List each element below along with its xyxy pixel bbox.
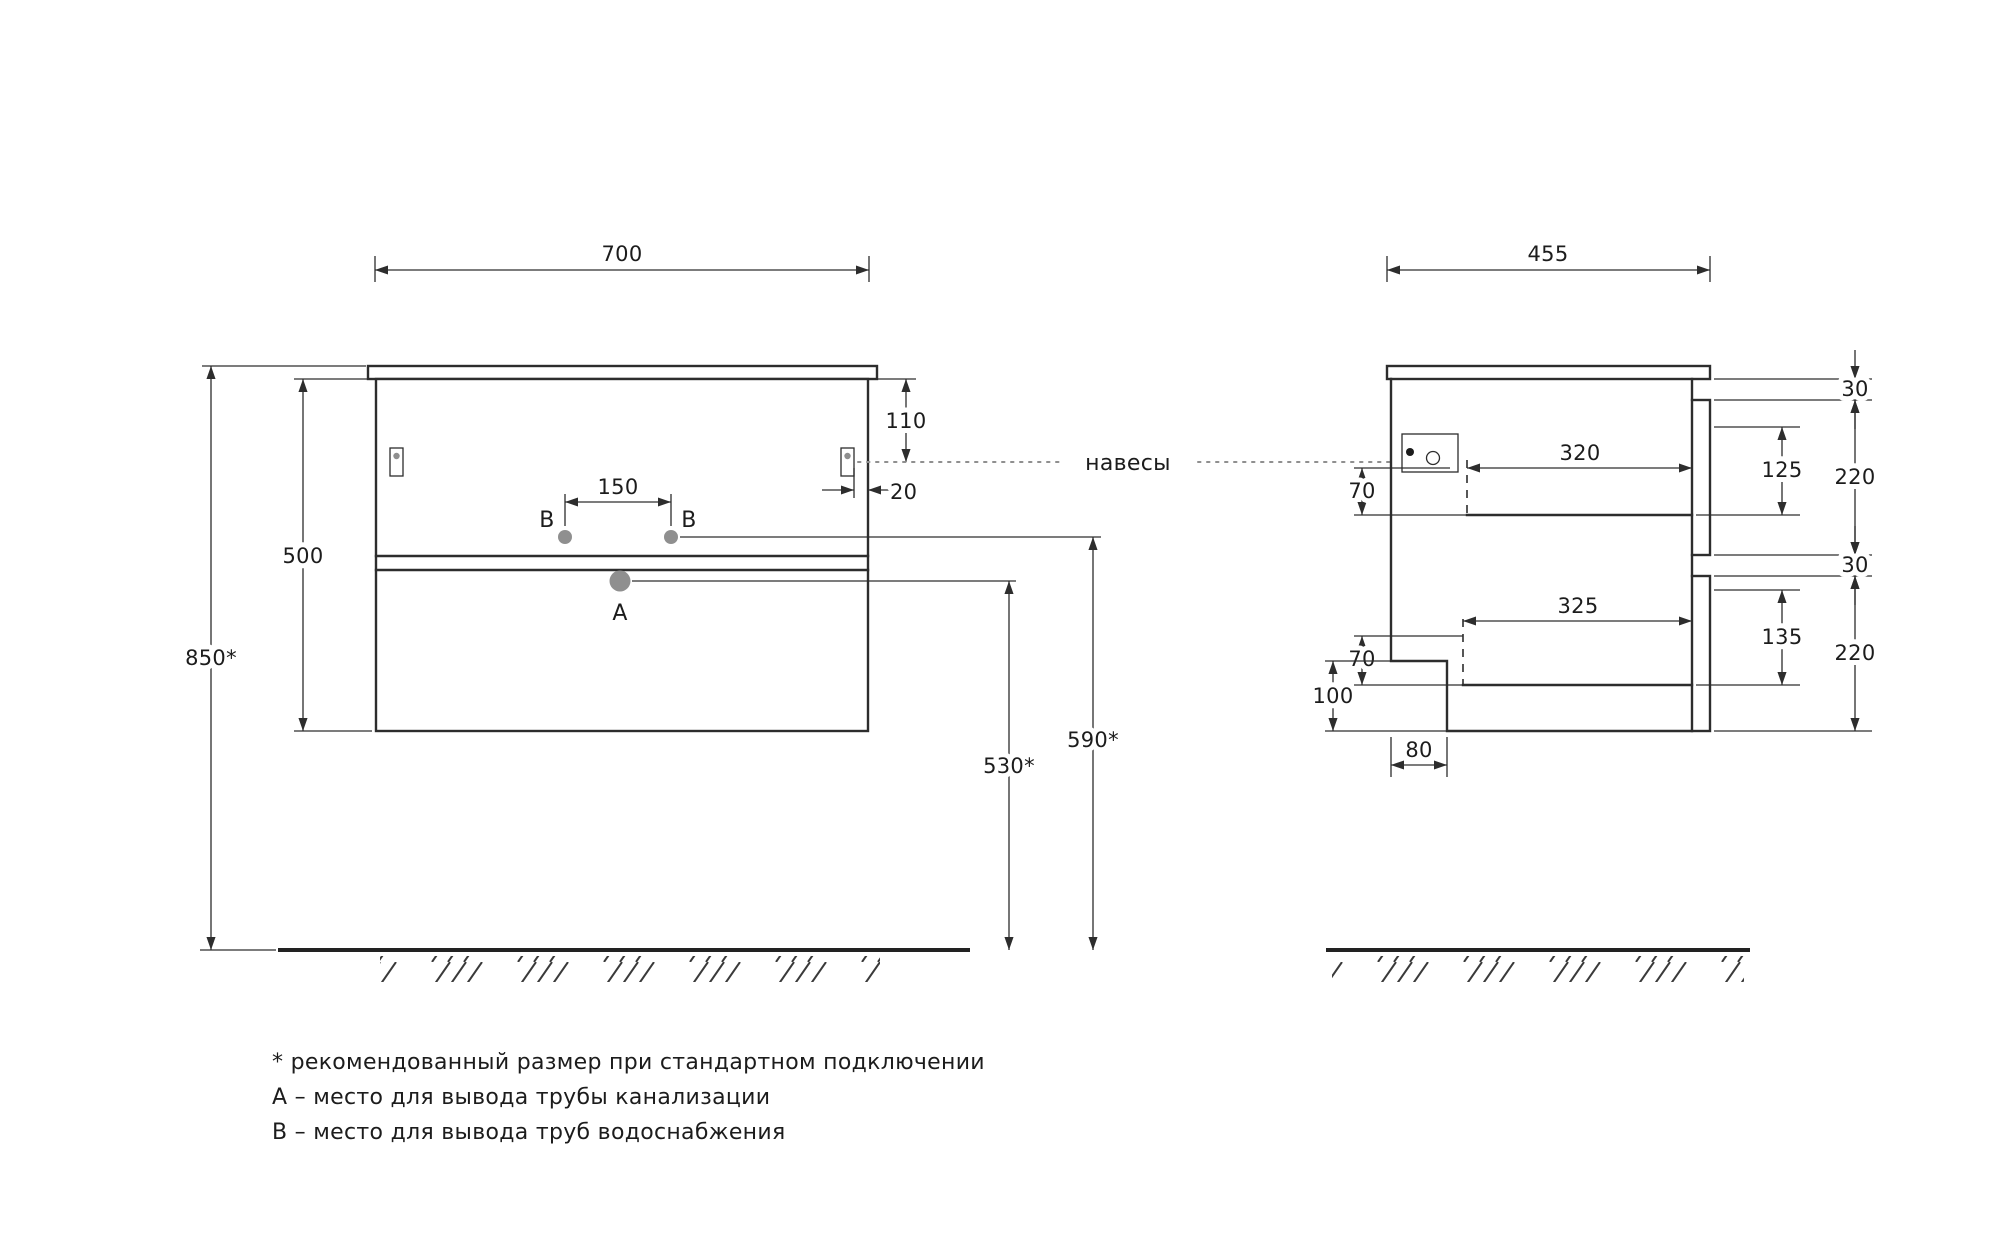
dim-drawer2-inner: 135 <box>1696 589 1807 686</box>
dim-drawer1-inner-value: 125 <box>1762 458 1803 482</box>
dim-notch-depth-value: 80 <box>1405 738 1432 762</box>
dim-drawer2-depth-value: 325 <box>1558 594 1599 618</box>
dim-front-width: 700 <box>374 237 870 282</box>
dim-gap-mid: 30 <box>1714 526 1873 605</box>
wall-hanger-side <box>1401 433 1459 473</box>
wall-hanger-left <box>389 447 404 477</box>
dim-drawer2-front-height: 220 <box>1714 576 1880 732</box>
dim-gap-top-value: 30 <box>1841 377 1868 401</box>
hangers-label: навесы <box>1085 451 1171 476</box>
floor-hatch-front <box>380 956 880 982</box>
water-point-right <box>664 530 678 544</box>
dim-gap-mid-value: 30 <box>1841 553 1868 577</box>
dim-front-height: 500 <box>278 378 372 732</box>
note-a: A – место для вывода трубы канализации <box>272 1085 770 1110</box>
wall-hanger-right <box>840 447 855 477</box>
dim-gap-top: 30 <box>1714 350 1873 429</box>
dim-front-width-value: 700 <box>602 242 643 266</box>
dim-side-depth: 455 <box>1386 237 1711 282</box>
dim-front-height-value: 500 <box>283 544 324 568</box>
hangers-callout: навесы <box>857 447 1397 480</box>
point-a-label: A <box>612 601 627 626</box>
point-b-left-label: B <box>539 508 554 533</box>
dim-drawer1-front-height: 220 <box>1714 400 1880 556</box>
drain-point <box>609 570 631 592</box>
countertop-side <box>1385 364 1712 381</box>
floor-hatch-side <box>1332 956 1744 982</box>
dim-drawer2-front-height-value: 220 <box>1835 641 1876 665</box>
dim-hanger-inset: 20 <box>822 468 922 509</box>
dim-drawer1-inner: 125 <box>1696 426 1807 516</box>
dim-drawer2-depth: 325 <box>1463 589 1692 626</box>
dim-mount-height-value: 850* <box>185 646 237 670</box>
dim-outlet-spacing-value: 150 <box>598 475 639 499</box>
dim-outlet-spacing: 150 <box>564 470 672 526</box>
dim-notch-depth: 80 <box>1390 733 1448 777</box>
countertop-front <box>366 364 879 381</box>
dim-mount-height: 850* <box>180 365 366 951</box>
dim-clearance-top: 70 <box>1343 467 1467 516</box>
point-b-right-label: B <box>681 508 696 533</box>
side-view: 455 30 220 30 220 <box>1308 237 1880 777</box>
dim-hanger-drop: 110 <box>868 378 931 462</box>
dim-clearance-bottom: 70 <box>1343 635 1463 686</box>
dim-hanger-inset-value: 20 <box>890 480 917 504</box>
dim-supply-height-value: 590* <box>1067 728 1119 752</box>
dim-clearance-top-value: 70 <box>1348 479 1375 503</box>
drawer1-front-panel <box>1690 398 1712 557</box>
dim-drawer1-depth-value: 320 <box>1560 441 1601 465</box>
front-view: 700 500 850* 110 20 <box>180 237 1124 951</box>
dim-drawer1-front-height-value: 220 <box>1835 465 1876 489</box>
water-point-left <box>558 530 572 544</box>
dim-clearance-bottom-value: 70 <box>1348 647 1375 671</box>
note-asterisk: * рекомендованный размер при стандартном… <box>272 1050 985 1075</box>
dim-drawer2-inner-value: 135 <box>1762 625 1803 649</box>
dim-side-depth-value: 455 <box>1528 242 1569 266</box>
ground <box>278 948 1750 982</box>
dim-notch-height-value: 100 <box>1313 684 1354 708</box>
note-b: B – место для вывода труб водоснабжения <box>272 1120 785 1145</box>
dim-drain-height-value: 530* <box>983 754 1035 778</box>
footnotes: * рекомендованный размер при стандартном… <box>272 1050 985 1145</box>
cabinet-side-outline <box>1389 377 1694 733</box>
dim-drain-height: 530* <box>632 580 1040 950</box>
dim-drawer1-depth: 320 <box>1467 436 1692 473</box>
dim-supply-height: 590* <box>680 536 1124 950</box>
dim-hanger-drop-value: 110 <box>886 409 927 433</box>
dim-notch-height: 100 <box>1308 660 1447 732</box>
drawer2-front-panel <box>1690 574 1712 733</box>
